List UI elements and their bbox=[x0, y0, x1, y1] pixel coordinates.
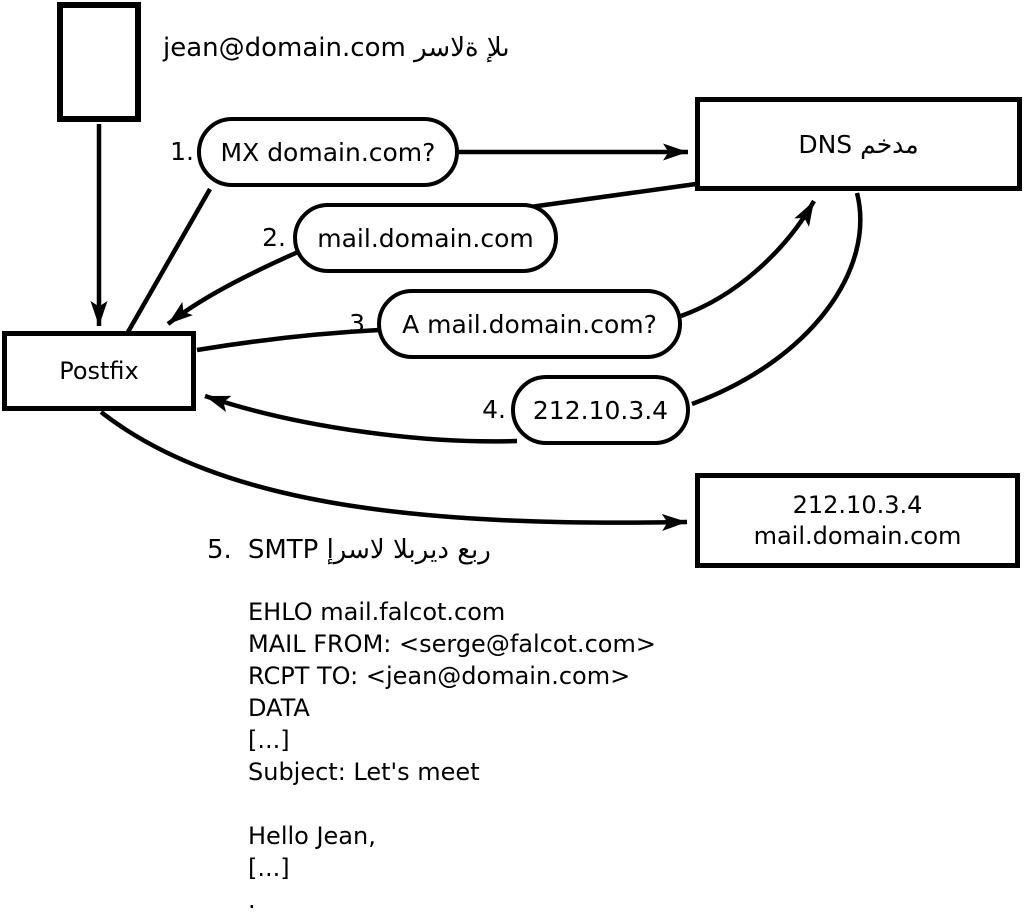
arrow-postfix-to-mailserver bbox=[99, 410, 688, 531]
smtp-session-transcript: EHLO mail.falcot.com MAIL FROM: <serge@f… bbox=[248, 598, 656, 914]
answer-pill-mx: mail.domain.com bbox=[293, 203, 558, 273]
line-postfix-to-mx-query bbox=[126, 187, 212, 334]
answer-pill-mx-label: mail.domain.com bbox=[317, 223, 534, 253]
mail-server-ip: 212.10.3.4 bbox=[792, 490, 923, 519]
step-5-smtp-label: 5. SMTP إرسال البريد عبر bbox=[207, 533, 491, 567]
step-number-1: 1. bbox=[170, 137, 194, 166]
answer-pill-ip-label: 212.10.3.4 bbox=[532, 395, 669, 425]
arrow-a-answer-to-postfix bbox=[204, 393, 518, 444]
line-dns-to-a-answer bbox=[691, 192, 863, 407]
answer-pill-ip: 212.10.3.4 bbox=[511, 375, 690, 445]
message-envelope bbox=[57, 2, 141, 122]
postfix-node: Postfix bbox=[2, 331, 196, 411]
line-postfix-to-a-query bbox=[196, 327, 380, 353]
mail-server-node: 212.10.3.4 mail.domain.com bbox=[695, 473, 1020, 568]
step-number-3: 3. bbox=[349, 309, 373, 338]
step-5-text: SMTP إرسال البريد عبر bbox=[247, 535, 491, 565]
step-number-2: 2. bbox=[262, 223, 286, 252]
step-number-5: 5. bbox=[207, 535, 232, 565]
dns-server-label: DNS مخدم bbox=[798, 129, 919, 159]
step-5-spacer bbox=[232, 533, 248, 567]
mail-server-hostname: mail.domain.com bbox=[753, 521, 962, 550]
arrow-mx-answer-to-postfix bbox=[166, 249, 299, 326]
message-caption-text: jean@domain.com رسالة إلى bbox=[163, 33, 510, 63]
query-pill-mx-label: MX domain.com? bbox=[220, 137, 436, 167]
step-number-4: 4. bbox=[482, 395, 506, 424]
line-dns-to-mx-answer bbox=[522, 181, 697, 211]
arrow-a-query-to-dns bbox=[680, 199, 816, 319]
postfix-label: Postfix bbox=[59, 357, 139, 385]
dns-server-node: DNS مخدم bbox=[695, 97, 1022, 191]
query-pill-mx: MX domain.com? bbox=[197, 117, 459, 187]
query-pill-a: A mail.domain.com? bbox=[377, 289, 682, 359]
message-caption: jean@domain.com رسالة إلى bbox=[163, 33, 510, 63]
query-pill-a-label: A mail.domain.com? bbox=[402, 309, 657, 339]
